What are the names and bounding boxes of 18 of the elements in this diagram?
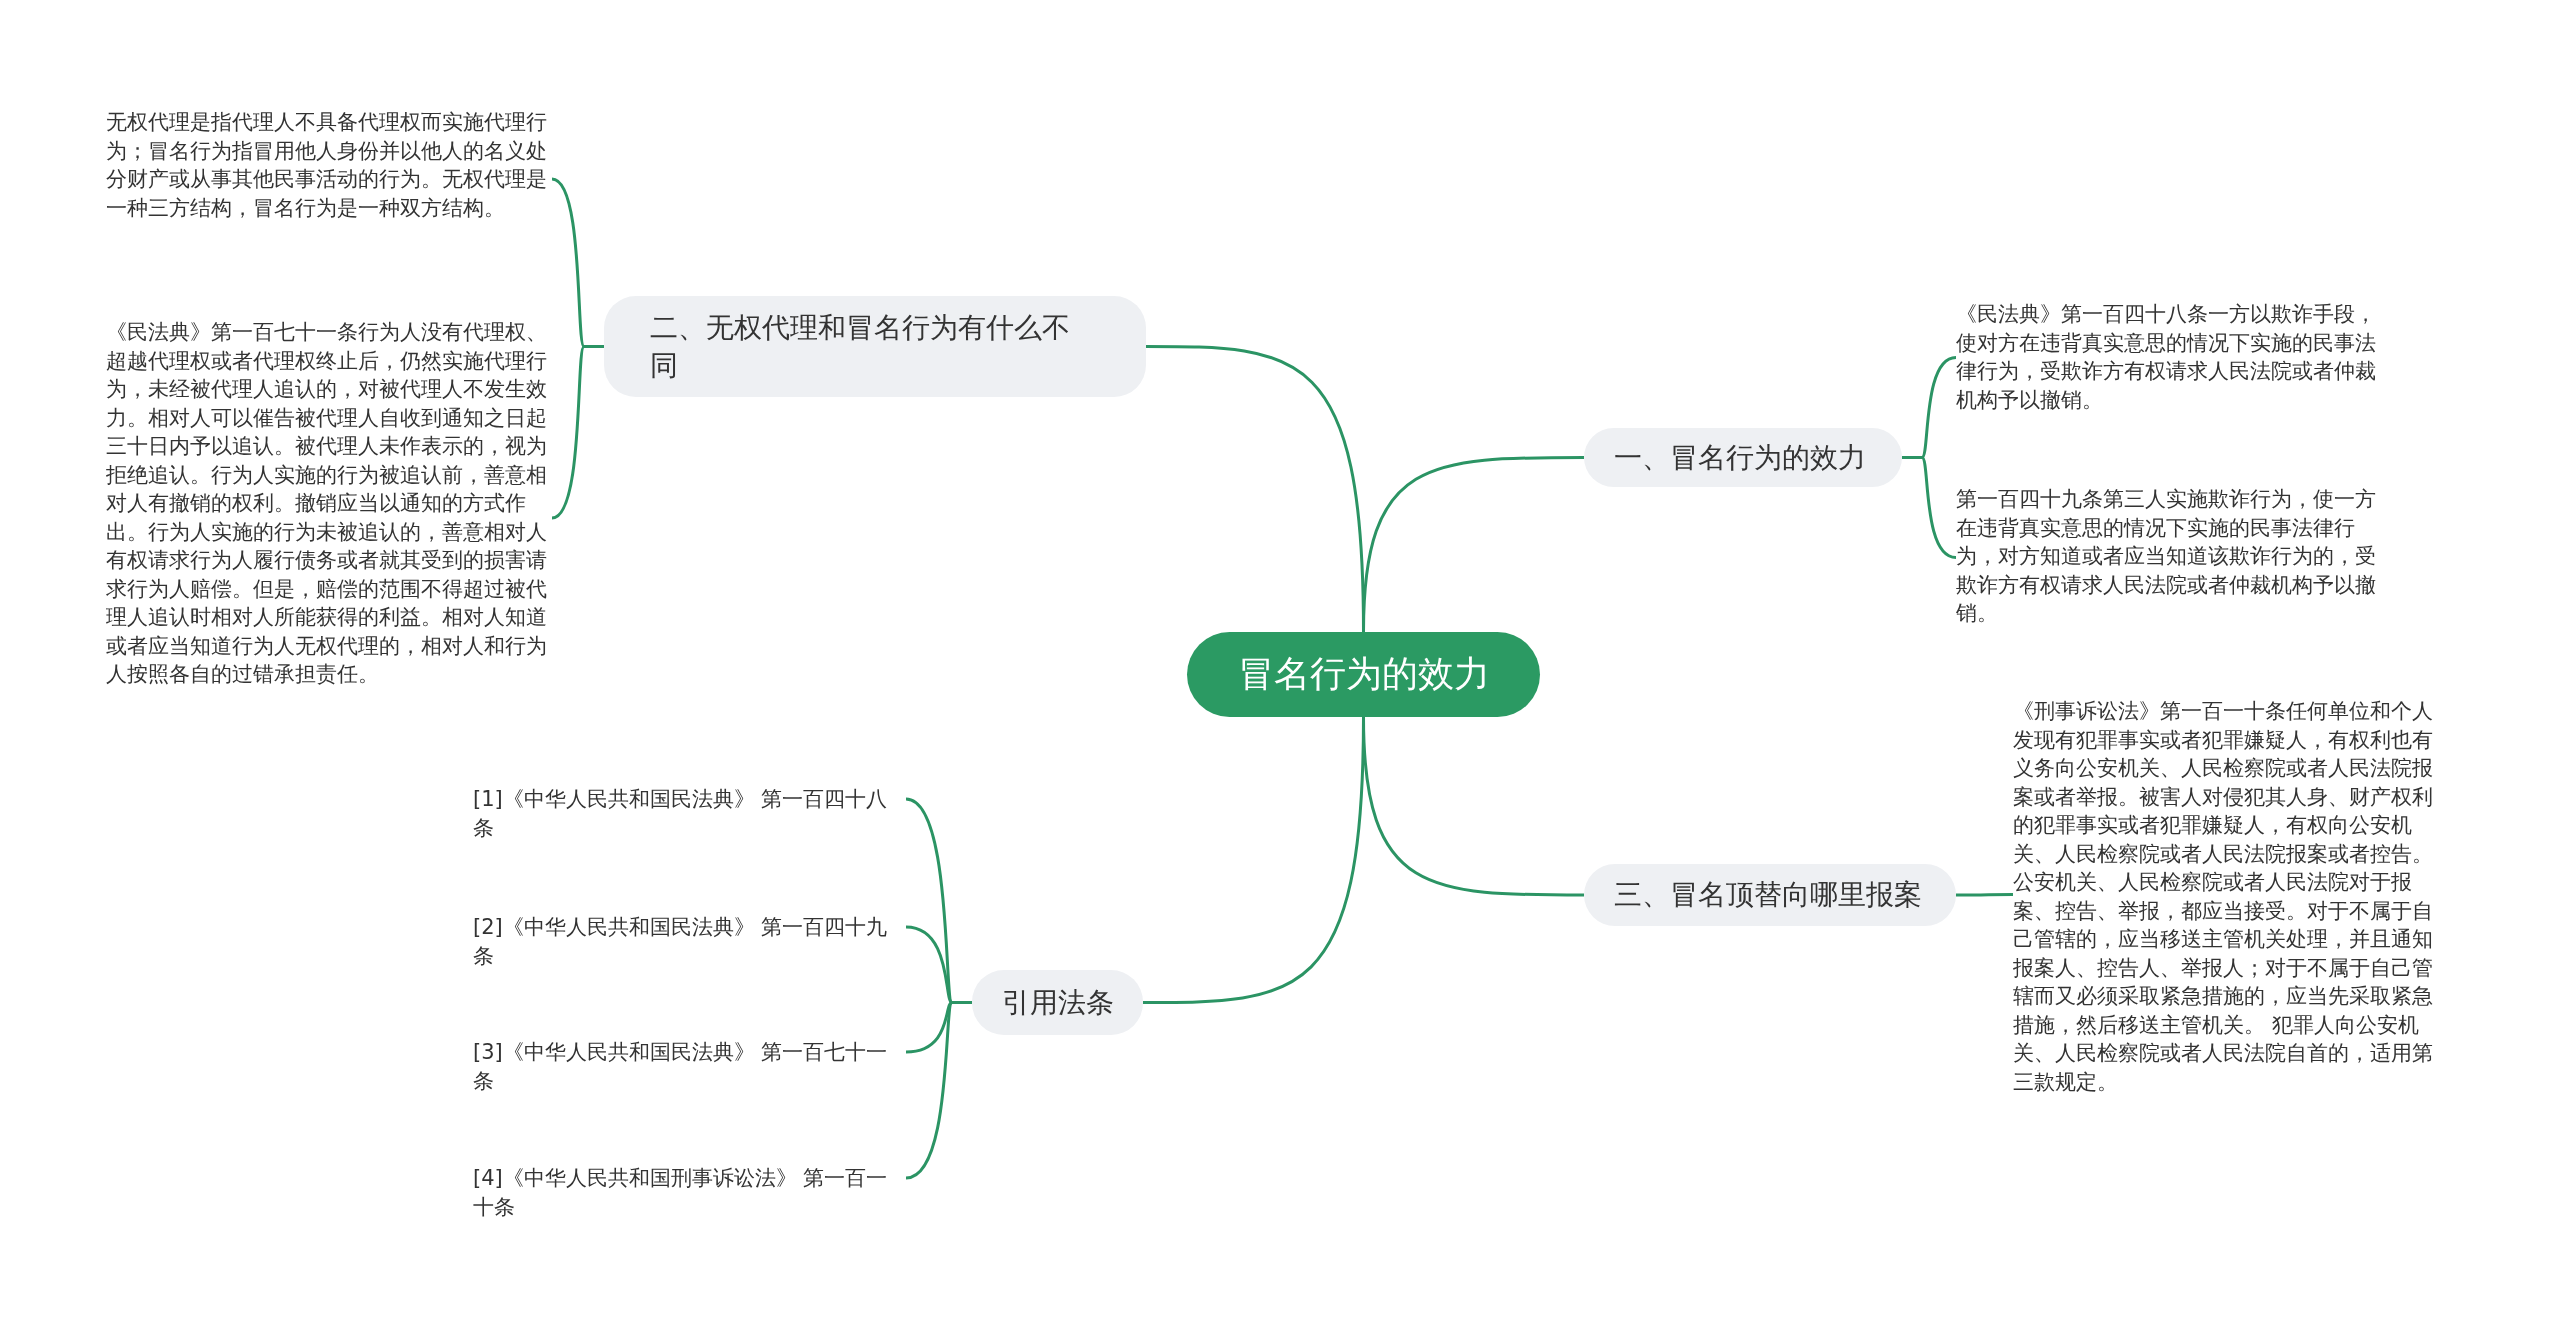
topic-box: 引用法条 xyxy=(972,970,1143,1035)
topic-box: 二、无权代理和冒名行为有什么不同 xyxy=(604,296,1146,397)
connector-line xyxy=(905,1001,972,1180)
note-text: 《民法典》第一百四十八条一方以欺诈手段，使对方在违背真实意思的情况下实施的民事法律行为，受欺诈方有权请求人民法院或者仲裁机构予以撤销。 xyxy=(1956,300,2386,414)
citation-text: [4]《中华人民共和国刑事诉讼法》 第一百一十条 xyxy=(473,1164,906,1221)
topic-box: 三、冒名顶替向哪里报案 xyxy=(1584,864,1956,926)
note-text: 《刑事诉讼法》第一百一十条任何单位和个人发现有犯罪事实或者犯罪嫌疑人，有权利也有义务向公安机关、人民检察院或者人民法院报案或者举报。被害人对侵犯其人身、财产权利的犯罪事实或者犯罪嫌疑人，有权向公安机关、人民检察院或者人民法院报案或者控告。公安机关、人民检察院或者人民法院对于报案、控告、举报，都应当接受。对于不属于自己管辖的，应当移送主管机关处理，并且通知报案人、控告人、举报人；对于不属于自己管辖而又必须采取紧急措施的，应当先采取紧急措施，然后移送主管机关。 犯罪人向公安机关、人民检察院或者人民法院自首的，适用第三款规定。 xyxy=(2013,697,2443,1096)
connector-line xyxy=(1902,456,1957,559)
citation-text: [2]《中华人民共和国民法典》 第一百四十九条 xyxy=(473,913,906,970)
note-text: 《民法典》第一百七十一条行为人没有代理权、超越代理权或者代理权终止后，仍然实施代理行为，未经被代理人追认的，对被代理人不发生效力。相对人可以催告被代理人自收到通知之日起三十日内予以追认。被代理人未作表示的，视为拒绝追认。行为人实施的行为被追认前，善意相对人有撤销的权利。撤销应当以通知的方式作出。行为人实施的行为未被追认的，善意相对人有权请求行为人履行债务或者就其受到的损害请求行为人赔偿。但是，赔偿的范围不得超过被代理人追认时相对人所能获得的利益。相对人知道或者应当知道行为人无权代理的，相对人和行为人按照各自的过错承担责任。 xyxy=(106,318,552,689)
connector-line xyxy=(551,345,604,520)
connector-line xyxy=(1956,893,2013,897)
note-text: 第一百四十九条第三人实施欺诈行为，使一方在违背真实意思的情况下实施的民事法律行为，对方知道或者应当知道该欺诈行为的，受欺诈方有权请求人民法院或者仲裁机构予以撤销。 xyxy=(1956,485,2386,628)
citation-text: [3]《中华人民共和国民法典》 第一百七十一条 xyxy=(473,1038,906,1095)
central-topic: 冒名行为的效力 xyxy=(1187,632,1540,717)
note-text: 无权代理是指代理人不具备代理权而实施代理行为；冒名行为指冒用他人身份并以他人的名义处分财产或从事其他民事活动的行为。无权代理是一种三方结构，冒名行为是一种双方结构。 xyxy=(106,108,552,222)
topic-box: 一、冒名行为的效力 xyxy=(1584,428,1902,487)
citation-text: [1]《中华人民共和国民法典》 第一百四十八条 xyxy=(473,785,906,842)
